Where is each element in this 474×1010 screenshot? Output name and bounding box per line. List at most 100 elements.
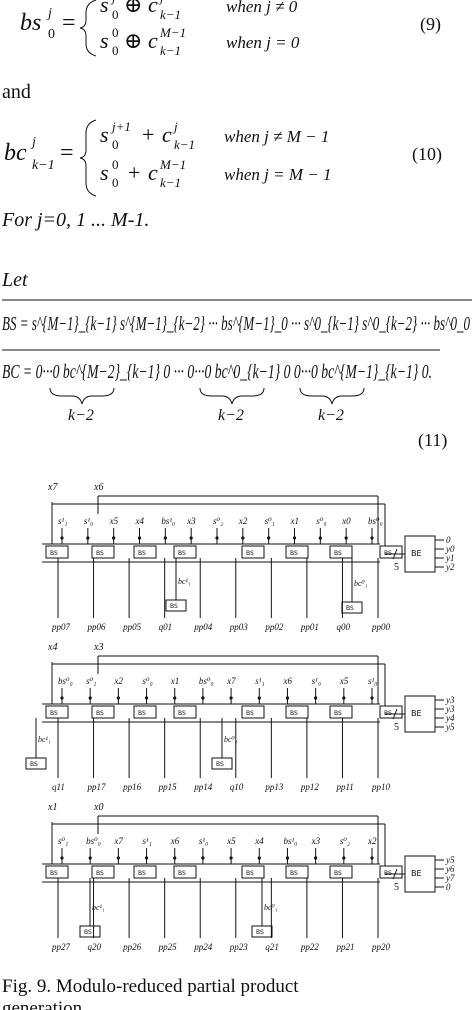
bs-block <box>173 865 197 879</box>
eq10-equals: = <box>60 140 74 166</box>
output-label: pp12 <box>300 782 320 792</box>
bs-block-label: BS <box>334 550 342 557</box>
output-label: pp07 <box>51 622 71 632</box>
eq9-case1-op: ⊕ <box>124 0 142 17</box>
input-label: x7 <box>47 482 58 493</box>
bs-block <box>285 705 309 719</box>
for-text: For j=0, 1 ... M-1. <box>1 209 149 231</box>
bs-block <box>133 865 157 879</box>
output-label: q01 <box>159 622 173 632</box>
junction-dot <box>144 856 149 860</box>
eq11-brace-1 <box>49 387 115 405</box>
bs-block-label: BS <box>50 870 58 877</box>
output-label: pp06 <box>87 622 107 632</box>
bs-block <box>329 705 353 719</box>
equation-11: BS = s^{M−1}_{k−1} s^{M−1}_{k−2} ··· bs^… <box>2 299 472 451</box>
eq10-case2-cond: when j = M − 1 <box>224 165 331 184</box>
eq9-brace <box>79 0 97 57</box>
bc-label: bc¹₁ <box>92 903 105 912</box>
output-label: pp05 <box>122 622 142 632</box>
small-bs-label: BS <box>216 761 224 768</box>
junction-dot <box>285 696 290 700</box>
junction-dot <box>112 536 116 540</box>
be-output-label: y7 <box>445 873 455 883</box>
signal-label: x0 <box>341 516 351 526</box>
signal-label: x3 <box>311 836 321 846</box>
eq10-lhs-sup: j <box>30 135 36 150</box>
output-label: pp16 <box>122 782 142 792</box>
junction-dot <box>292 536 297 540</box>
signal-label: bs⁰₀ <box>86 836 101 846</box>
output-label: pp25 <box>158 942 178 952</box>
bs-block <box>45 705 69 719</box>
caption-line-2: generation. <box>2 998 87 1010</box>
be-block <box>404 535 436 573</box>
signal-label: x6 <box>170 836 180 846</box>
eq9-case1-a: s <box>100 0 109 17</box>
bs-block <box>173 545 197 559</box>
output-label: pp14 <box>193 782 213 792</box>
output-label: pp17 <box>87 782 107 792</box>
signal-label: s⁰₀ <box>143 676 153 686</box>
be-block <box>404 695 436 733</box>
input-label: x1 <box>47 802 57 813</box>
be-output-label: 0 <box>446 882 451 892</box>
eq10-case1-op: + <box>142 122 154 147</box>
junction-dot <box>318 536 322 540</box>
bus-width-label: 5 <box>394 882 399 893</box>
eq9-case2-cond: when j = 0 <box>226 33 300 52</box>
eq9-case1-b-sub: k−1 <box>160 7 181 22</box>
small-bs-label: BS <box>170 603 178 610</box>
small-bs-label: BS <box>346 605 354 612</box>
signal-label: s¹₀ <box>312 676 321 686</box>
bs-block-label: BS <box>290 550 298 557</box>
input-label: x3 <box>93 642 103 653</box>
signal-label: s⁰₁ <box>86 676 96 686</box>
bs-block-label: BS <box>50 710 58 717</box>
eq10-case2-a-sub: 0 <box>112 175 119 190</box>
be-output-label: y5 <box>445 722 455 732</box>
be-block-label: BE <box>411 869 422 878</box>
junction-dot <box>342 856 346 860</box>
signal-label: s¹₁ <box>255 676 264 686</box>
signal-label: s¹₀ <box>368 676 377 686</box>
bs-block-label: BS <box>96 710 104 717</box>
eq11-brace-2 <box>199 387 265 405</box>
signal-label: x5 <box>226 836 236 846</box>
bs-block <box>329 545 353 559</box>
junction-dot <box>173 856 177 860</box>
output-label: pp20 <box>371 942 391 952</box>
bs-block <box>329 865 353 879</box>
bs-block-label: BS <box>334 870 342 877</box>
junction-dot <box>116 856 120 860</box>
signal-label: x3 <box>186 516 196 526</box>
bus-slash <box>392 548 398 560</box>
output-label: pp21 <box>335 942 354 952</box>
junction-dot <box>88 856 92 860</box>
junction-dot <box>116 696 120 700</box>
junction-dot <box>229 856 233 860</box>
junction-dot <box>241 536 245 540</box>
signal-label: s⁰₁ <box>58 836 68 846</box>
signal-label: x5 <box>339 676 349 686</box>
equation-9: bs j 0 = s j 0 ⊕ c j k−1 when j ≠ 0 s 0 … <box>20 0 441 58</box>
junction-dot <box>267 536 271 540</box>
bs-block <box>133 705 157 719</box>
junction-dot <box>189 536 193 540</box>
signal-label: s⁰₂ <box>213 516 223 526</box>
eq9-case1-b: c <box>148 0 158 17</box>
eq10-case1-b-sup: j <box>172 119 178 134</box>
signal-label: x4 <box>135 516 145 526</box>
caption-line-1: Fig. 9. Modulo-reduced partial product <box>2 976 299 997</box>
bs-block-label: BS <box>138 550 146 557</box>
bs-block <box>91 705 115 719</box>
bs-block-label: BS <box>96 870 104 877</box>
bs-block-label: BS <box>290 870 298 877</box>
eq9-case1-a-sub: 0 <box>112 7 119 22</box>
output-label: pp15 <box>158 782 178 792</box>
junction-dot <box>314 856 318 860</box>
output-label: pp24 <box>193 942 213 952</box>
